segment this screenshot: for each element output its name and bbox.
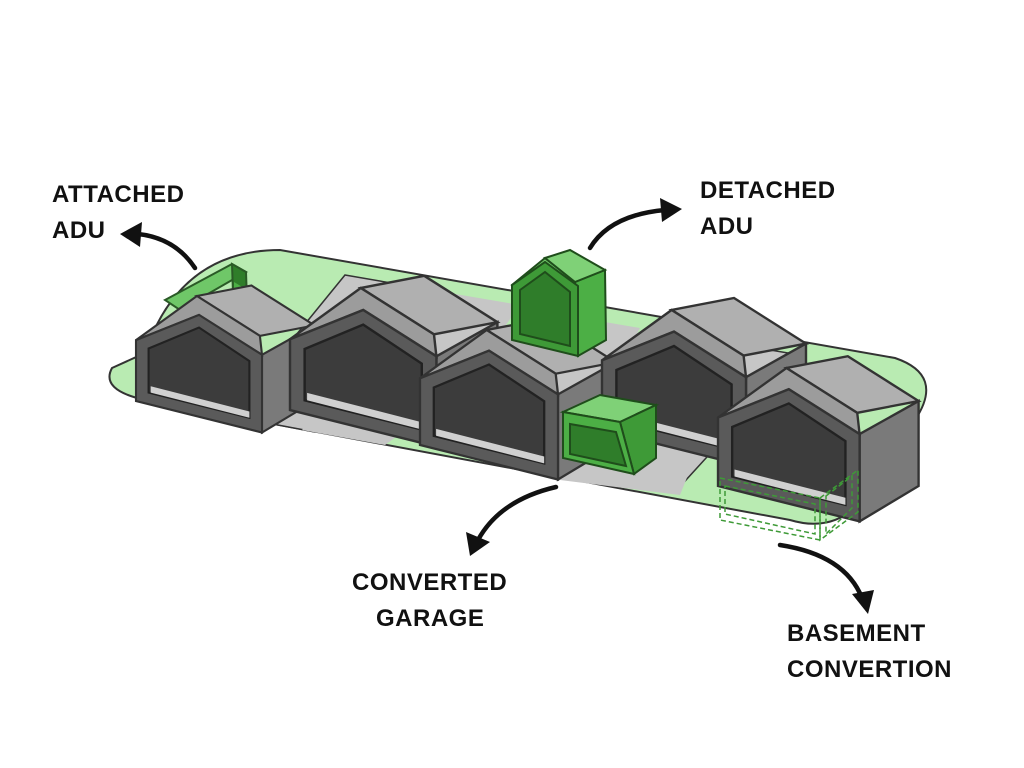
label-basement-line2: CONVERTION bbox=[787, 656, 952, 683]
label-detached-adu: DETACHED ADU bbox=[700, 177, 836, 240]
arrowhead-detached bbox=[660, 198, 682, 222]
label-garage-line1: CONVERTED bbox=[352, 569, 507, 596]
label-attached-line1: ATTACHED bbox=[52, 181, 184, 208]
label-detached-line2: ADU bbox=[700, 213, 754, 240]
arrow-detached bbox=[587, 207, 668, 251]
label-converted-garage: CONVERTED GARAGE bbox=[352, 569, 507, 632]
label-detached-line1: DETACHED bbox=[700, 177, 836, 204]
label-garage-line2: GARAGE bbox=[376, 605, 484, 632]
arrowhead-attached bbox=[120, 222, 142, 247]
label-attached-adu: ATTACHED ADU bbox=[52, 181, 184, 244]
label-basement-line1: BASEMENT bbox=[787, 620, 926, 647]
house-1 bbox=[134, 284, 316, 434]
detached-adu bbox=[510, 248, 608, 358]
arrow-attached bbox=[135, 231, 198, 271]
arrowheads bbox=[120, 198, 874, 614]
arrowhead-garage bbox=[466, 532, 490, 556]
converted-garage bbox=[559, 393, 660, 476]
arrow-garage bbox=[475, 484, 559, 543]
arrows bbox=[135, 207, 865, 601]
label-attached-line2: ADU bbox=[52, 217, 106, 244]
basement-outline bbox=[719, 468, 859, 542]
label-basement-conversion: BASEMENT CONVERTION bbox=[787, 620, 952, 683]
arrowhead-basement bbox=[852, 590, 874, 614]
arrow-basement bbox=[777, 542, 865, 601]
